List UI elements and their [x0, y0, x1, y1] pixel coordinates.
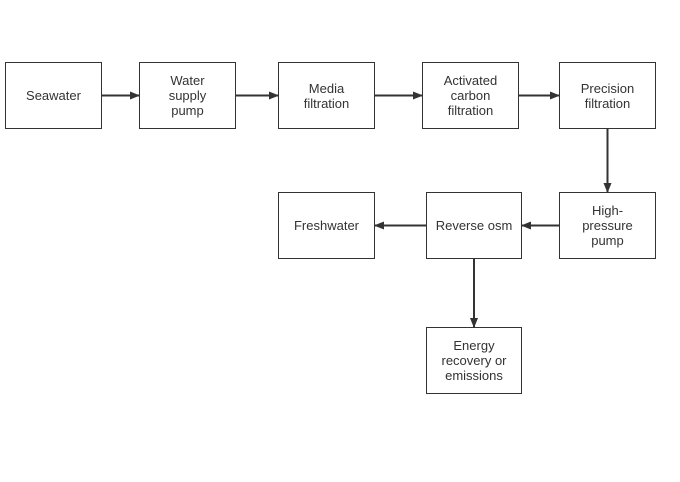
- node-seawater: Seawater: [5, 62, 102, 129]
- node-high-pressure-pump: High- pressure pump: [559, 192, 656, 259]
- node-media-filtration: Media filtration: [278, 62, 375, 129]
- node-energy-recovery: Energy recovery or emissions: [426, 327, 522, 394]
- node-freshwater: Freshwater: [278, 192, 375, 259]
- node-reverse-osmosis: Reverse osm: [426, 192, 522, 259]
- node-water-supply-pump: Water supply pump: [139, 62, 236, 129]
- node-activated-carbon-filtration: Activated carbon filtration: [422, 62, 519, 129]
- node-precision-filtration: Precision filtration: [559, 62, 656, 129]
